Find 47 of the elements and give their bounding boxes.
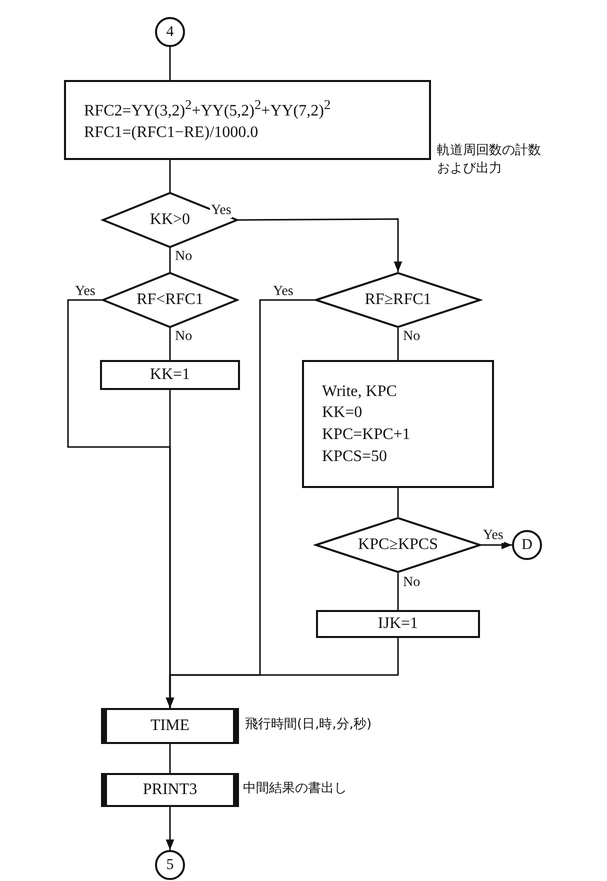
connector-circle [155,17,185,47]
annotation-text: 中間結果の書出し [243,780,347,798]
flow-line [397,573,399,610]
process-box [316,610,480,638]
statement-text: RFC2=YY(3,2)$^{2}$+YY(5,2)$^{2}$+YY(7,2)$^{2}$ [84,96,331,122]
flow-line [166,638,399,708]
statement-text: TIME [150,716,190,736]
condition-text: RF≥RFC1 [364,290,432,310]
flow-line [481,540,512,550]
flow-line [166,807,174,850]
predefined-process-box [101,708,239,744]
statement-text: KPC=KPC+1 [322,425,410,445]
process-box [100,360,240,390]
condition-text: KK>0 [150,210,190,230]
connector-circle [155,850,185,880]
flow-line [169,248,171,272]
statement-text: PRINT3 [142,780,198,800]
statement-text: KPCS=50 [322,446,388,467]
statement-text: RFC1=(RFC1−RE)/1000.0 [84,123,258,144]
statement-text: KK=0 [322,403,362,424]
flow-line [169,47,171,80]
connector-circle [512,530,542,560]
process-box [302,360,494,488]
edge-label: Yes [482,528,504,544]
condition-text: KPC≥KPCS [358,535,438,556]
connector-label: 4 [166,22,174,42]
statement-text: Write, KPC [322,382,397,402]
flow-line [397,328,399,360]
decision-diamond [315,272,481,328]
statement-text: KK=1 [150,365,190,386]
decision-diamond [315,517,481,573]
decision-diamond [102,272,238,328]
statement-text: IJK=1 [378,614,418,634]
edge-label: Yes [210,203,232,218]
annotation-text: 飛行時間(日,時,分,秒) [245,716,372,734]
flow-line [238,218,402,272]
annotation-text: 軌道周回数の計数および出力 [437,142,542,178]
flow-line [169,744,171,773]
condition-text: RF<RFC1 [136,290,204,310]
connector-label: D [522,536,532,555]
flow-line [169,160,171,192]
process-box [64,80,431,160]
decision-diamond [102,192,238,248]
predefined-process-box [101,773,239,807]
flow-line [397,488,399,517]
connector-label: 5 [166,856,174,875]
flow-line [169,328,171,360]
